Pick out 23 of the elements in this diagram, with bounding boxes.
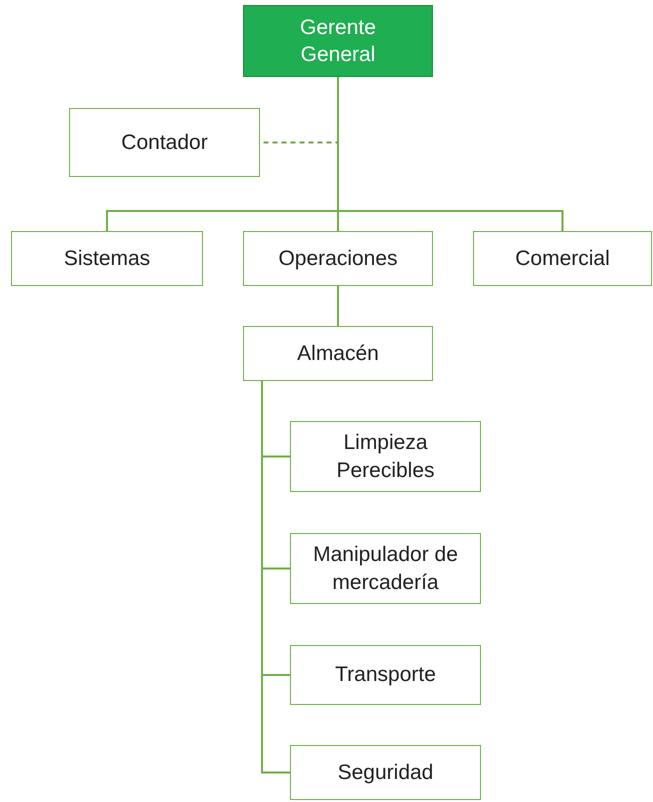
box-label: Gerente General	[299, 14, 377, 68]
box-label: Transporte	[335, 662, 436, 688]
box-label: Comercial	[515, 246, 610, 272]
org-box	[290, 745, 481, 800]
header-box	[243, 5, 433, 77]
box-label: Seguridad	[338, 760, 434, 786]
box-label: Manipulador de mercadería	[313, 542, 458, 596]
connector-line	[261, 381, 290, 774]
connector-line	[337, 77, 564, 231]
connector-line	[337, 286, 339, 326]
box-label: Limpieza Perecibles	[335, 430, 436, 484]
org-box	[243, 326, 433, 381]
box-label: Almacén	[297, 340, 379, 367]
org-box	[243, 231, 433, 286]
org-box	[69, 108, 260, 177]
box-label: Sistemas	[64, 246, 150, 272]
box-label: Contador	[121, 130, 208, 156]
box-label: Operaciones	[278, 246, 398, 272]
org-box	[290, 421, 481, 492]
org-box	[290, 533, 481, 604]
org-box	[290, 645, 481, 705]
org-box	[11, 231, 203, 286]
org-box	[473, 231, 652, 286]
